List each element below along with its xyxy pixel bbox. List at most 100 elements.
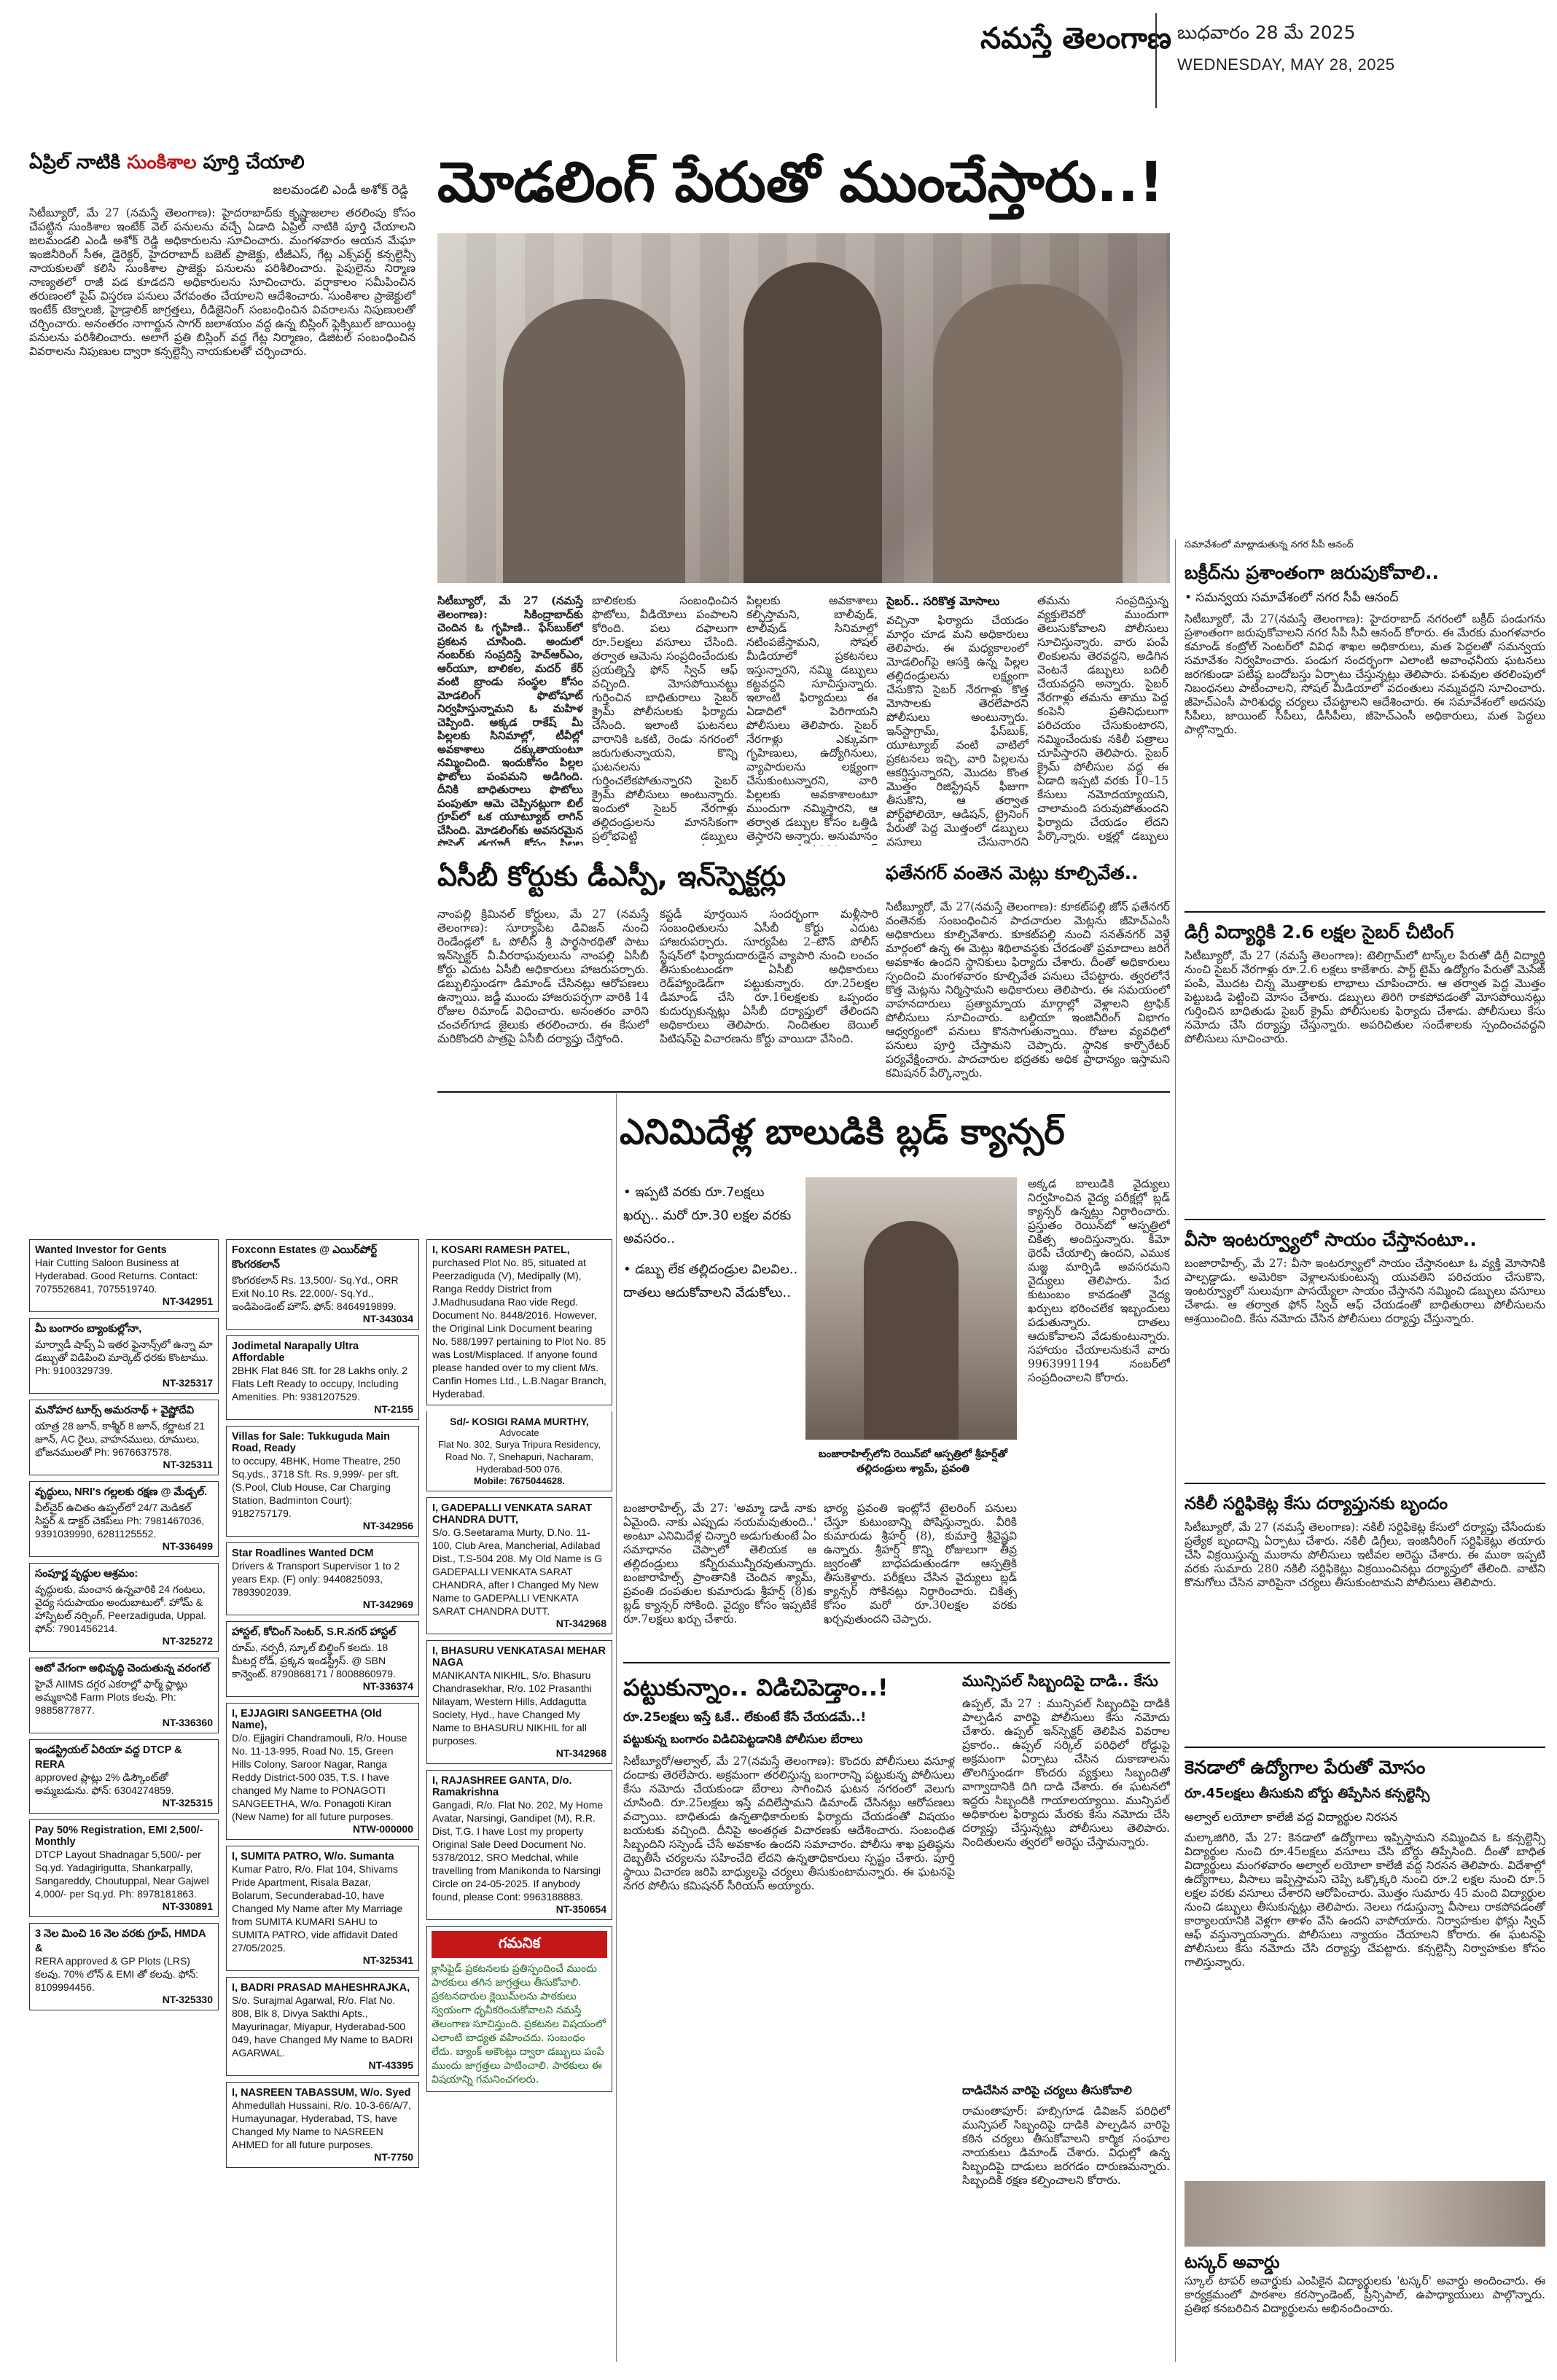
canada-subhead-2: అల్వాల్ లయోలా కాలేజీ వద్ద విద్యార్థుల ని… (1185, 1810, 1397, 1824)
modeling-col4-body: వచ్చినా ఫిర్యాదు చేయడం మార్గం చూడ మని అధ… (886, 614, 1029, 846)
classified-title: Foxconn Estates @ ఎయిర్‌పోర్ట్ కొంగరకలాన… (232, 1244, 378, 1271)
classified-title: మీ బంగారం బ్యాంకుల్లోనా, (35, 1323, 142, 1335)
classified-code: NT-350654 (555, 1903, 606, 1915)
classified-code: NT-325315 (162, 1797, 213, 1809)
date-telugu: బుధవారం 28 మే 2025 (1177, 22, 1356, 43)
visa-headline: వీసా ఇంటర్వ్యూలో సాయం చేస్తానంటూ.. (1185, 1229, 1477, 1250)
classified-ad: వృద్ధులు, NRI's గల్లలకు రక్షణ @ మేడ్చల్.… (29, 1481, 219, 1557)
notice-title: గమనిక (432, 1931, 607, 1958)
classified-title: మనోహర టూర్స్ అమరనాథ్ + వైష్ణోదేవి (35, 1405, 195, 1416)
bullet-item-1: • ఇప్పటి వరకు రూ.7లక్షలు ఖర్చు.. మరో రూ.… (623, 1185, 792, 1246)
classified-text: కొంగరకలాన్ Rs. 13,500/- Sq.Yd., ORR Exit… (232, 1274, 399, 1312)
municipal-body-2: రామంతాపూర్: హబ్సిగూడ డివిజన్ పరిధిలో మున… (962, 2104, 1170, 2187)
classified-code: NT-43395 (368, 2059, 413, 2071)
column-rule (616, 1093, 617, 2362)
classified-text: హైవే AIIMS దగ్గర ఎకరాల్లో ఫార్మ్ ప్లాట్ల… (35, 1678, 188, 1716)
classified-title: I, EJJAGIRI SANGEETHA (Old Name), (232, 1708, 382, 1731)
advocate-role: Advocate (499, 1427, 539, 1438)
classified-title: I, NASREEN TABASSUM, W/o. Syed (232, 2087, 411, 2099)
modeling-col-1: సిటీబ్యూరో, మే 27 (నమస్తే తెలంగాణ): సికి… (437, 594, 583, 846)
classified-title: సంపూర్ణ వృద్ధుల ఆశ్రమం: (35, 1568, 138, 1580)
classified-ad: I, KOSARI RAMESH PATEL,purchased Plot No… (426, 1239, 612, 1405)
bakrid-headline: బక్రీద్‌ను ప్రశాంతంగా జరుపుకోవాలి.. (1185, 562, 1439, 583)
classified-code: NT-325272 (162, 1635, 213, 1647)
modeling-col-5: తమను సంప్రదిస్తున్న వ్యక్తులెవరో ముందుగా… (1037, 594, 1168, 846)
cancer-col-1: బంజారాహిల్స్, మే 27: 'అమ్మా డాడీ నాకు ఏమ… (623, 1502, 816, 1626)
classified-text: approved ప్లాట్లు 2% డిస్కౌంట్‌తో అమ్మబడ… (35, 1771, 174, 1796)
classified-ad: I, BADRI PRASAD MAHESHRAJKA,S/o. Surajma… (226, 1977, 419, 2076)
classified-code: NT-336499 (162, 1540, 213, 1552)
notice-text: క్లాసిఫైడ్ ప్రకటనలకు ప్రతిస్పందించే ముంద… (432, 1963, 606, 2086)
municipal-body: ఉప్పల్, మే 27 : మున్సిపల్ సిబ్బందిపై దాడ… (962, 1697, 1170, 1849)
degree-headline: డిగ్రీ విద్యార్థికి 2.6 లక్షల సైబర్ చీటి… (1185, 921, 1454, 943)
column-rule (1175, 539, 1176, 2362)
classified-text: purchased Plot No. 85, situated at Peerz… (432, 1257, 606, 1400)
classified-code: NT-342956 (362, 1520, 413, 1532)
tusker-body: స్కూల్ టాపర్ అవార్డుకు ఎంపికైన విద్యార్థ… (1185, 2274, 1545, 2315)
classified-text: Drivers & Transport Supervisor 1 to 2 ye… (232, 1560, 400, 1598)
masthead-divider (1155, 13, 1157, 108)
classified-ad: హాస్టల్, కోచింగ్ సెంటర్, S.R.నగర్ హాస్టల… (226, 1621, 419, 1697)
photo-figure (864, 1221, 959, 1440)
classified-title: I, GADEPALLI VENKATA SARAT CHANDRA DUTT, (432, 1502, 593, 1526)
divider (437, 1091, 1170, 1093)
classified-ad: ఆటో వేగంగా అభివృద్ధి చెందుతున్న వరంగల్హై… (29, 1658, 219, 1733)
acb-col-1: నాంపల్లి క్రిమినల్ కోర్టులు, మే 27 (నమస్… (437, 908, 649, 1045)
classified-text: వీల్‌చైర్ ఉచితం ఉప్పల్‌లో 24/7 మెడికల్ స… (35, 1502, 205, 1540)
notice-box: గమనిక క్లాసిఫైడ్ ప్రకటనలకు ప్రతిస్పందించ… (426, 1926, 612, 2092)
classified-code: NTW-000000 (353, 1823, 413, 1835)
fathenagar-body: సిటీబ్యూరో, మే 27(నమస్తే తెలంగాణ): కూకట్… (886, 900, 1170, 1080)
fake-cert-body: సిటీబ్యూరో, మే 27 (నమస్తే తెలంగాణ): నకిల… (1185, 1521, 1545, 1589)
classified-title: హాస్టల్, కోచింగ్ సెంటర్, S.R.నగర్ హాస్టల… (232, 1626, 397, 1638)
classified-text: S/o. Surajmal Agarwal, R/o. Flat No. 808… (232, 1994, 413, 2059)
classified-text: DTCP Layout Shadnagar 5,500/- per Sq.yd.… (35, 1849, 209, 1900)
classified-title: ఇండస్ట్రియల్ ఏరియా వద్ద DTCP & RERA (35, 1744, 182, 1771)
tusker-photo (1185, 2181, 1545, 2247)
classified-title: Wanted Investor for Gents (35, 1244, 167, 1256)
classified-ad: I, GADEPALLI VENKATA SARAT CHANDRA DUTT,… (426, 1497, 612, 1634)
article-byline: జలమండలి ఎండీ అశోక్ రెడ్డి (273, 183, 408, 198)
divider (1185, 1483, 1545, 1484)
classified-list: I, KOSARI RAMESH PATEL,purchased Plot No… (426, 1239, 612, 1405)
classified-list: Foxconn Estates @ ఎయిర్‌పోర్ట్ కొంగరకలాన… (226, 1239, 419, 2168)
modeling-col-3: పిల్లలకు అవకాశాలు కల్పిస్తామని, బాలీవుడ్… (746, 594, 878, 846)
article-body: సిటీబ్యూరో, మే 27 (నమస్తే తెలంగాణ): హైదర… (29, 206, 415, 358)
classified-code: NT-325311 (163, 1459, 214, 1470)
classified-code: NT-342951 (162, 1295, 213, 1307)
classified-title: Jodimetal Narapally Ultra Affordable (232, 1341, 359, 1364)
cancer-col-3: అక్కడ బాలుడికి వైద్యులు నిర్వహించిన వైద్… (1028, 1177, 1170, 1384)
bakrid-subhead: • సమన్వయ సమావేశంలో నగర సీపీ ఆనంద్ (1185, 590, 1399, 605)
classified-text: యాత్ర 28 జూన్, కాశ్మీర్ 8 జూన్, కర్ణాటక … (35, 1420, 206, 1458)
classified-title: Star Roadlines Wanted DCM (232, 1548, 374, 1559)
classified-code: NT-330891 (162, 1900, 213, 1912)
classified-code: NT-342968 (555, 1618, 606, 1629)
tusker-headline: టస్కర్ అవార్డు (1185, 2253, 1280, 2272)
pattukunnam-headline: పట్టుకున్నాం.. విడిచిపెడ్తాం..! (623, 1674, 889, 1701)
pattukunnam-subhead: రూ.25లక్షలు ఇస్తే ఓకే.. లేకుంటే కేసే చేయ… (623, 1710, 867, 1725)
classified-text: Gangadi, R/o. Flat No. 202, My Home Avat… (432, 1799, 604, 1903)
classified-ad: సంపూర్ణ వృద్ధుల ఆశ్రమం:వృద్ధులకు, మంచాన … (29, 1563, 219, 1652)
classified-text: Hair Cutting Saloon Business at Hyderaba… (35, 1257, 198, 1295)
classified-code: NT-336374 (362, 1680, 413, 1692)
fake-cert-headline: నకిలీ సర్టిఫికెట్ల కేసు దర్యాప్తునకు బృం… (1185, 1494, 1448, 1513)
classified-text: MANIKANTA NIKHIL, S/o. Bhasuru Chandrase… (432, 1669, 592, 1747)
municipal-article: మున్సిపల్ సిబ్బందిపై దాడి.. కేసు ఉప్పల్,… (962, 1669, 1170, 2369)
headline-part-c: పూర్తి చేయాలి (203, 152, 305, 173)
divider (1185, 911, 1545, 913)
photo-figure-center (744, 262, 882, 583)
classified-title: 3 నెల మించి 16 నెల వరకు గ్రూప్, HMDA & (35, 1928, 206, 1954)
advocate-block: Sd/- KOSIGI RAMA MURTHY, Advocate Flat N… (426, 1411, 612, 1491)
pattukunnam-article: పట్టుకున్నాం.. విడిచిపెడ్తాం..! రూ.25లక్… (623, 1669, 955, 2369)
classified-title: Villas for Sale: Tukkuguda Main Road, Re… (232, 1431, 391, 1454)
classified-list: I, GADEPALLI VENKATA SARAT CHANDRA DUTT,… (426, 1497, 612, 1920)
classified-title: I, SUMITA PATRO, W/o. Sumanta (232, 1851, 394, 1862)
fathenagar-headline: ఫతేనగర్ వంతెన మెట్లు కూల్చివేత.. (886, 862, 1139, 883)
photo-kicker: సమావేశంలో మాట్లాడుతున్న నగర సీపీ ఆనంద్ (1185, 539, 1354, 550)
article-sunkishala: ఏప్రిల్ నాటికి సుంకిశాల పూర్తి చేయాలి జల… (29, 149, 415, 470)
